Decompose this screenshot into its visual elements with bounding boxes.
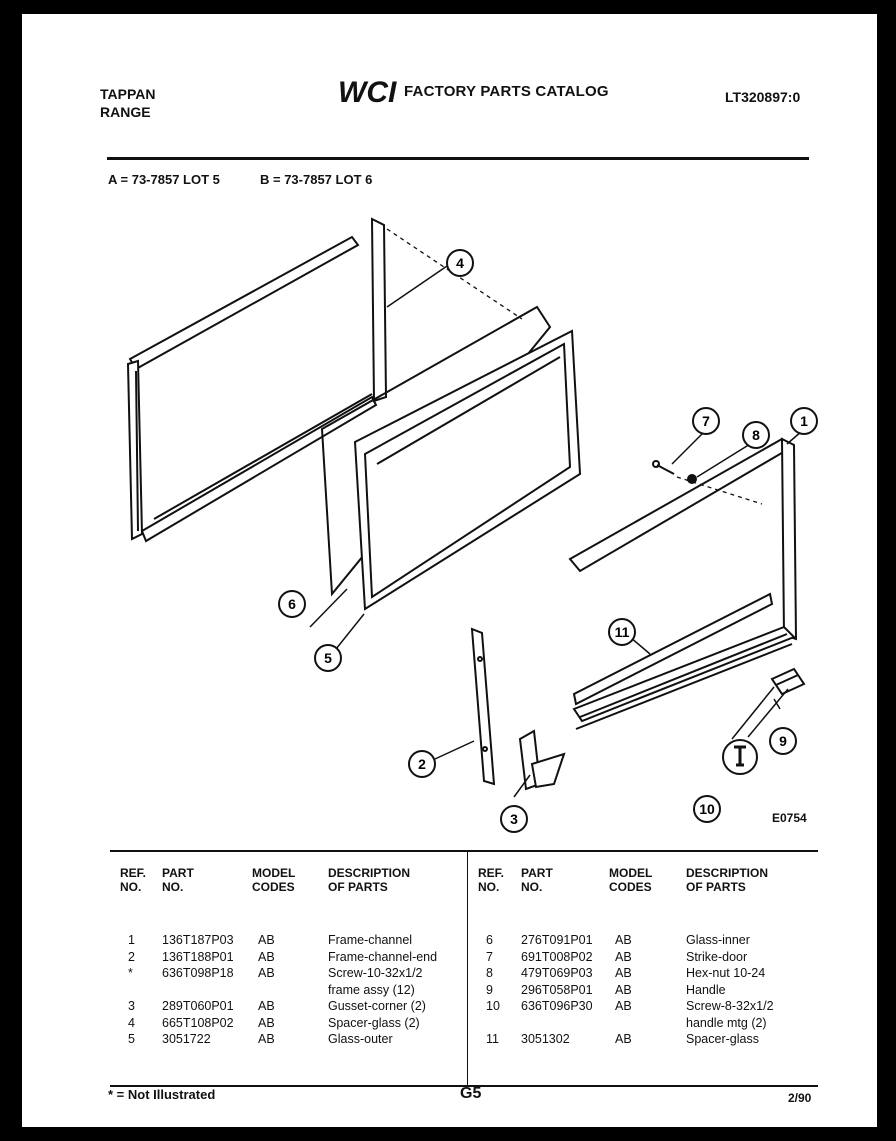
spacer-glass-part	[126, 217, 388, 543]
handle-part	[770, 667, 806, 696]
catalog-date: 2/90	[788, 1091, 812, 1105]
wci-logo: WCI	[338, 76, 397, 108]
svg-text:9: 9	[779, 733, 787, 749]
catalog-title: FACTORY PARTS CATALOG	[404, 83, 609, 100]
svg-text:3: 3	[510, 811, 518, 827]
parts-catalog-page: TAPPAN RANGE WCI FACTORY PARTS CATALOG L…	[22, 14, 877, 1127]
page-number: G5	[460, 1085, 482, 1102]
callout-7: 7	[692, 407, 720, 435]
callout-8: 8	[742, 421, 770, 449]
gusset-corner-part	[518, 729, 566, 791]
callout-4: 4	[446, 249, 474, 277]
header-ref: REF. NO.	[120, 866, 147, 894]
callout-10: 10	[693, 795, 721, 823]
footnote: * = Not Illustrated	[108, 1087, 216, 1102]
callout-3: 3	[500, 805, 528, 833]
svg-text:5: 5	[324, 650, 332, 666]
right-ref-column: 6 7 8 9 10 11	[486, 933, 500, 1046]
svg-text:2: 2	[418, 756, 426, 772]
header-part: PART NO.	[162, 866, 194, 894]
frame-channel-part	[568, 437, 798, 730]
brand-line2: RANGE	[100, 104, 151, 120]
screw-detail-part	[722, 739, 758, 775]
callout-5: 5	[314, 644, 342, 672]
header-rule	[107, 157, 809, 160]
svg-text:4: 4	[456, 255, 464, 271]
callout-2: 2	[408, 750, 436, 778]
screw-part	[652, 460, 675, 475]
model-number: LT320897:0	[725, 89, 801, 105]
lot-b: B = 73-7857 LOT 6	[260, 172, 373, 187]
right-part-column: 276T091P01 691T008P02 479T069P03 296T058…	[521, 933, 593, 1046]
header-ref-right: REF. NO.	[478, 866, 505, 894]
table-divider	[467, 852, 468, 1085]
header-model: MODEL CODES	[252, 866, 296, 894]
spacer-glass-strip-part	[572, 592, 774, 706]
parts-table: REF. NO. PART NO. MODEL CODES DESCRIPTIO…	[110, 850, 818, 1087]
header-model-right: MODEL CODES	[609, 866, 653, 894]
svg-text:11: 11	[615, 624, 630, 640]
exploded-parts-diagram: 4 7 8 1 6 5 11 2 9 3 10	[126, 217, 818, 833]
left-desc-column: Frame-channel Frame-channel-end Screw-10…	[328, 933, 438, 1046]
lot-a: A = 73-7857 LOT 5	[108, 172, 220, 187]
svg-text:7: 7	[702, 413, 710, 429]
header-part-right: PART NO.	[521, 866, 553, 894]
logo-text: WCI	[338, 76, 397, 108]
right-desc-column: Glass-inner Strike-door Hex-nut 10-24 Ha…	[686, 933, 774, 1046]
header-desc: DESCRIPTION OF PARTS	[328, 866, 411, 894]
frame-channel-end-part	[470, 627, 496, 786]
callout-1: 1	[790, 407, 818, 435]
callout-11: 11	[608, 618, 636, 646]
left-part-column: 136T187P03 136T188P01 636T098P18 289T060…	[162, 933, 234, 1046]
header-desc-right: DESCRIPTION OF PARTS	[686, 866, 769, 894]
svg-text:8: 8	[752, 427, 760, 443]
glass-inner-part	[320, 305, 552, 597]
svg-text:6: 6	[288, 596, 296, 612]
svg-text:10: 10	[699, 801, 715, 817]
glass-outer-part	[353, 329, 582, 611]
left-ref-column: 1 2 * 3 4 5	[128, 933, 135, 1046]
callout-9: 9	[769, 727, 797, 755]
left-model-column: AB AB AB AB AB AB	[258, 933, 275, 1046]
callout-group: 4 7 8 1 6 5 11 2 9 3 10	[278, 249, 818, 833]
right-model-column: AB AB AB AB AB AB	[615, 933, 632, 1046]
brand-line1: TAPPAN	[100, 86, 156, 102]
figure-id: E0754	[772, 811, 807, 825]
hex-nut-part	[687, 474, 697, 484]
svg-text:1: 1	[800, 413, 808, 429]
callout-6: 6	[278, 590, 306, 618]
